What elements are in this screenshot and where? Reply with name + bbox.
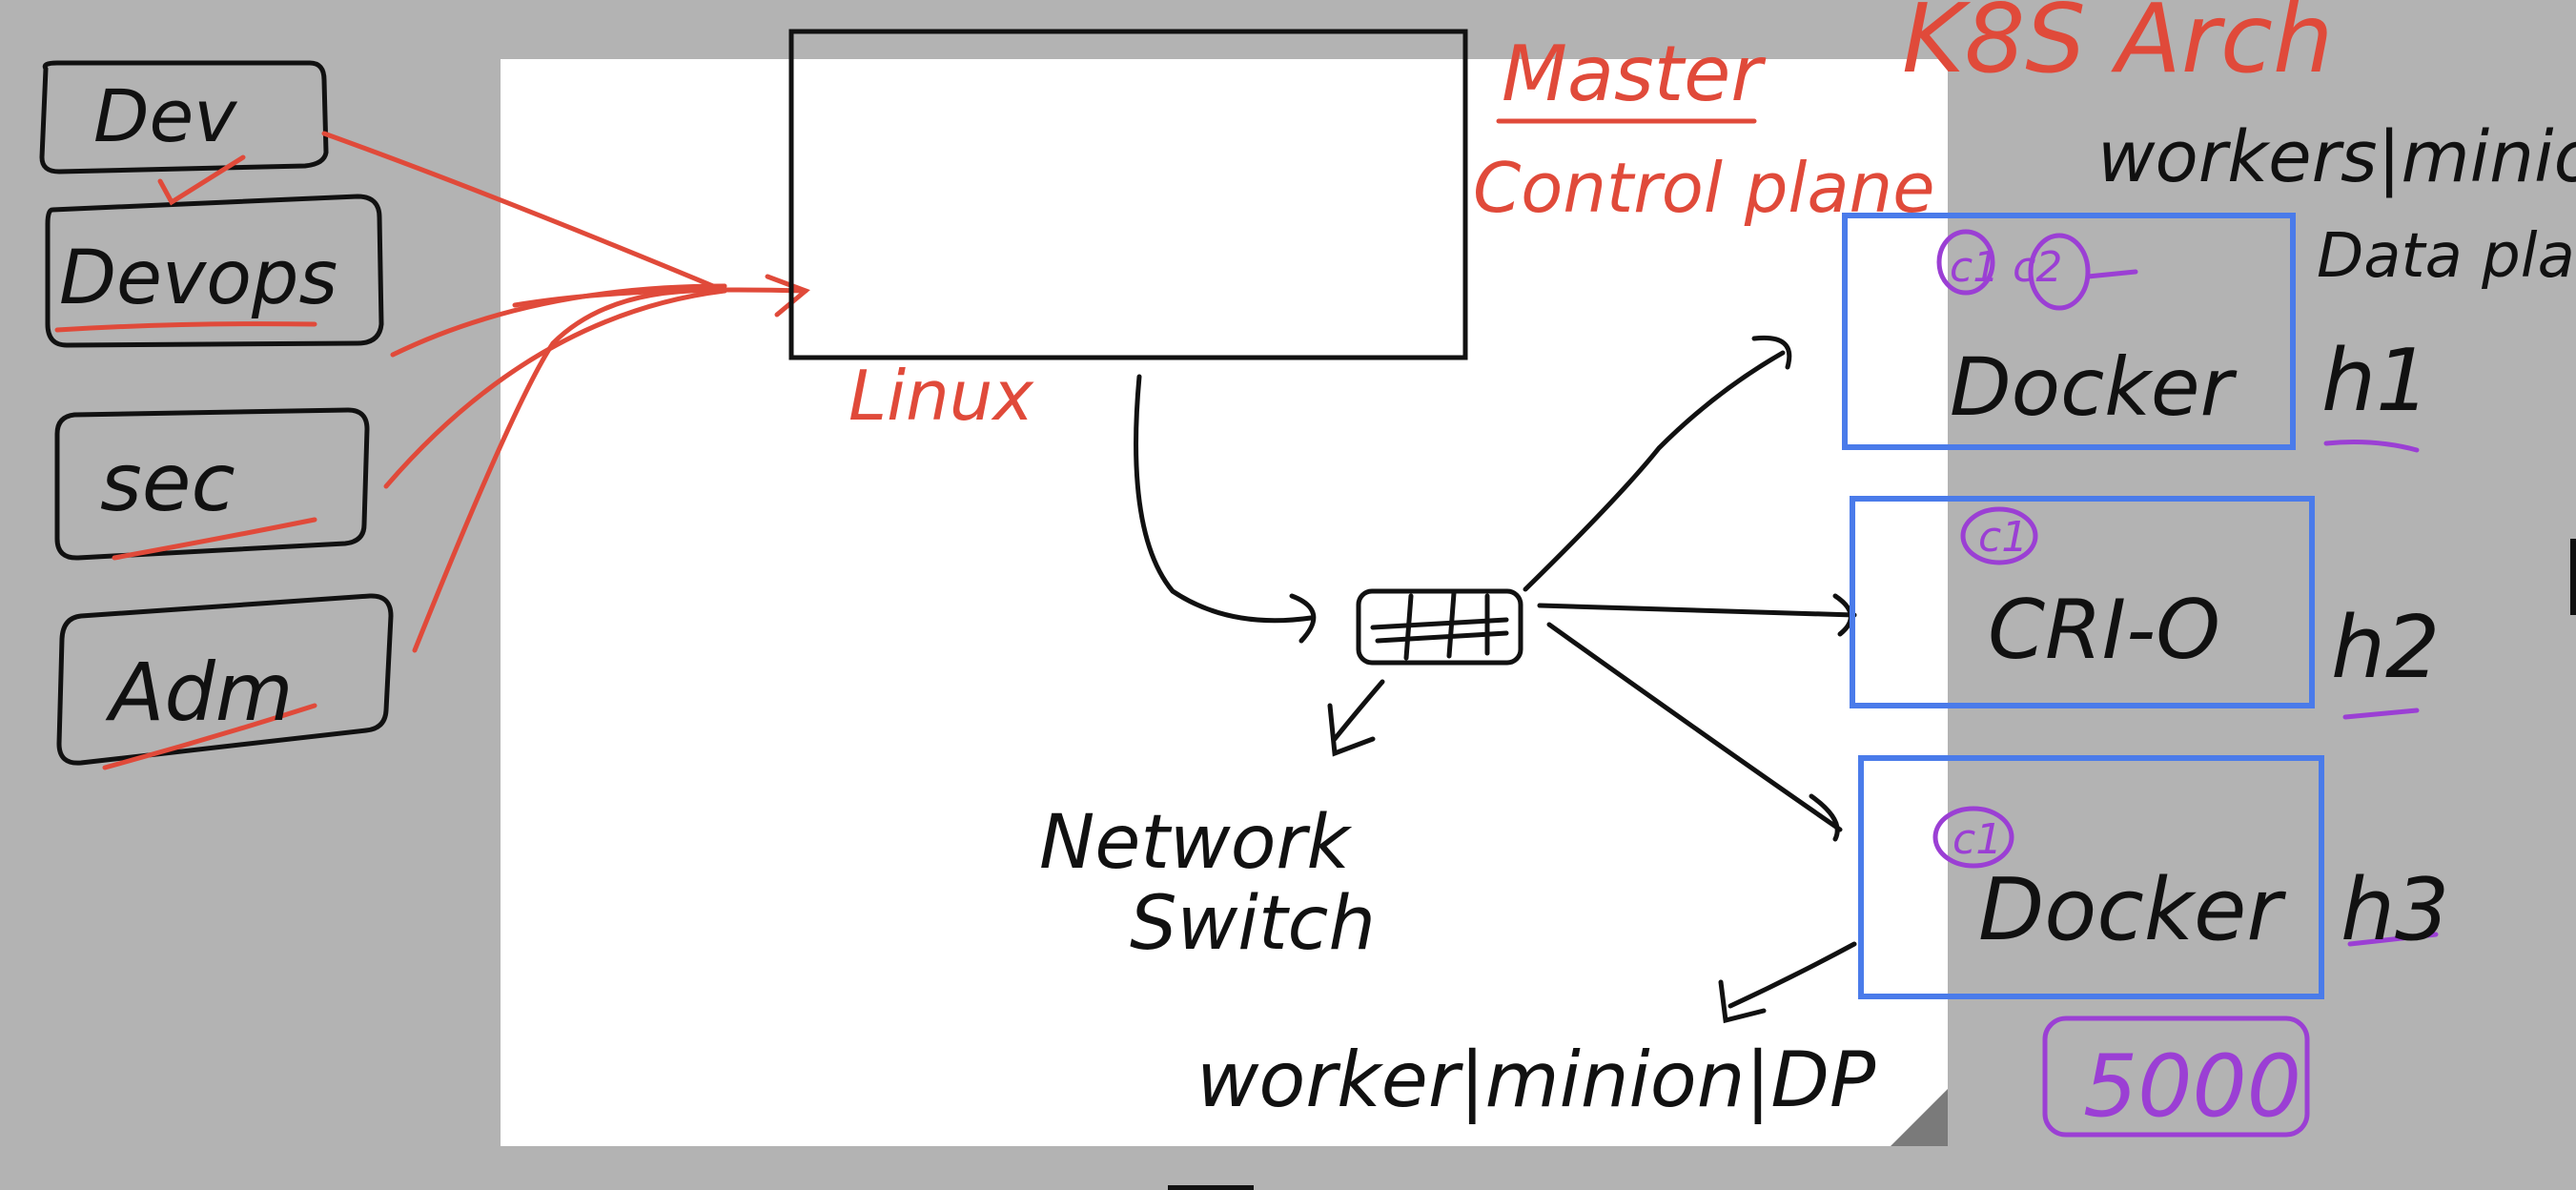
node-2-containers: c1: [1978, 513, 2028, 562]
switch-input-arrowhead: [1289, 593, 1317, 644]
node-1-host: h1: [2321, 331, 2430, 431]
dataplane-label: Data plan: [2317, 221, 2576, 292]
role-box-adm[interactable]: [56, 593, 394, 766]
node-2-runtime: CRI-O: [1988, 583, 2220, 678]
container-circles: [1932, 229, 2138, 869]
count-box[interactable]: [2042, 1016, 2310, 1138]
worker-node-2[interactable]: [1850, 496, 2315, 708]
master-node-box[interactable]: [788, 29, 1468, 360]
worker-node-boxes: [1842, 213, 2324, 999]
switch-down-arrow: [1327, 679, 1385, 757]
role-box-sec[interactable]: [54, 407, 370, 561]
worker-node-3[interactable]: [1858, 755, 2324, 999]
role-label-devops: Devops: [59, 236, 337, 321]
control-plane-label: Control plane: [1473, 148, 1935, 228]
role-box-devops[interactable]: [45, 194, 384, 348]
bottom-handle[interactable]: [1168, 1185, 1254, 1190]
count-label: 5000: [2083, 1036, 2301, 1137]
worker-footer-label: worker|minion|DP: [1196, 1036, 1876, 1125]
role-to-master-arrows: [321, 131, 810, 653]
network-label: Network: [1039, 800, 1353, 886]
scrollbar-thumb[interactable]: [2570, 539, 2576, 615]
node-1-runtime: Docker: [1950, 340, 2238, 434]
node-3-containers: c1: [1952, 815, 2002, 864]
diagram-title: K8S Arch: [1902, 0, 2333, 94]
node-1-containers: c1 c2: [1950, 243, 2062, 292]
master-label: Master: [1502, 30, 1767, 118]
switch-to-nodes-lines: [1523, 335, 1857, 842]
role-boxes: [39, 60, 394, 766]
node-3-host: h3: [2341, 860, 2449, 960]
switch-label: Switch: [1130, 881, 1376, 967]
page-curl-icon: [1891, 1089, 1948, 1146]
role-box-dev[interactable]: [39, 60, 329, 174]
role-label-dev: Dev: [93, 73, 237, 158]
host-underlines: [2323, 440, 2439, 947]
role-label-adm: Adm: [105, 646, 294, 739]
footer-arrow: [1718, 941, 1857, 1024]
master-os-label: Linux: [848, 356, 1034, 436]
node-3-runtime: Docker: [1978, 860, 2286, 960]
role-underlines: [54, 154, 317, 770]
role-label-sec: sec: [100, 436, 235, 529]
node-2-host: h2: [2331, 598, 2440, 698]
whiteboard-page: [501, 59, 1948, 1146]
worker-node-1[interactable]: [1842, 213, 2296, 450]
network-switch[interactable]: [1356, 588, 1523, 666]
workers-header: workers|minio: [2097, 116, 2576, 198]
master-to-switch-line: [1134, 374, 1314, 624]
